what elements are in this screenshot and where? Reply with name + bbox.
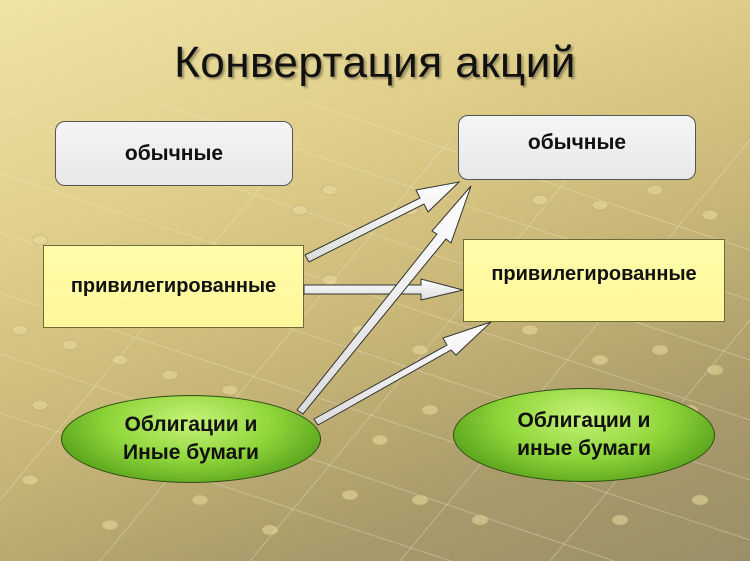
right-common-shares-label: обычные	[527, 130, 627, 154]
right-bonds-ellipse: Облигации и иные бумаги	[453, 388, 715, 482]
left-bonds-line1: Облигации и	[124, 413, 258, 436]
left-preferred-shares-box: привилегированные	[43, 245, 304, 328]
left-common-shares-label: обычные	[124, 141, 224, 165]
right-common-shares-box: обычные	[458, 115, 696, 180]
right-bonds-line2: иные бумаги	[517, 437, 651, 460]
left-bonds-ellipse: Облигации и Иные бумаги	[61, 395, 321, 483]
right-preferred-shares-box: привилегированные	[463, 239, 725, 322]
left-bonds-line2: Иные бумаги	[123, 441, 259, 464]
left-common-shares-box: обычные	[55, 121, 293, 186]
left-preferred-shares-label: привилегированные	[70, 275, 277, 297]
right-bonds-line1: Облигации и	[517, 409, 651, 432]
slide-title: Конвертация акций	[174, 38, 576, 87]
right-preferred-shares-label: привилегированные	[491, 263, 697, 285]
